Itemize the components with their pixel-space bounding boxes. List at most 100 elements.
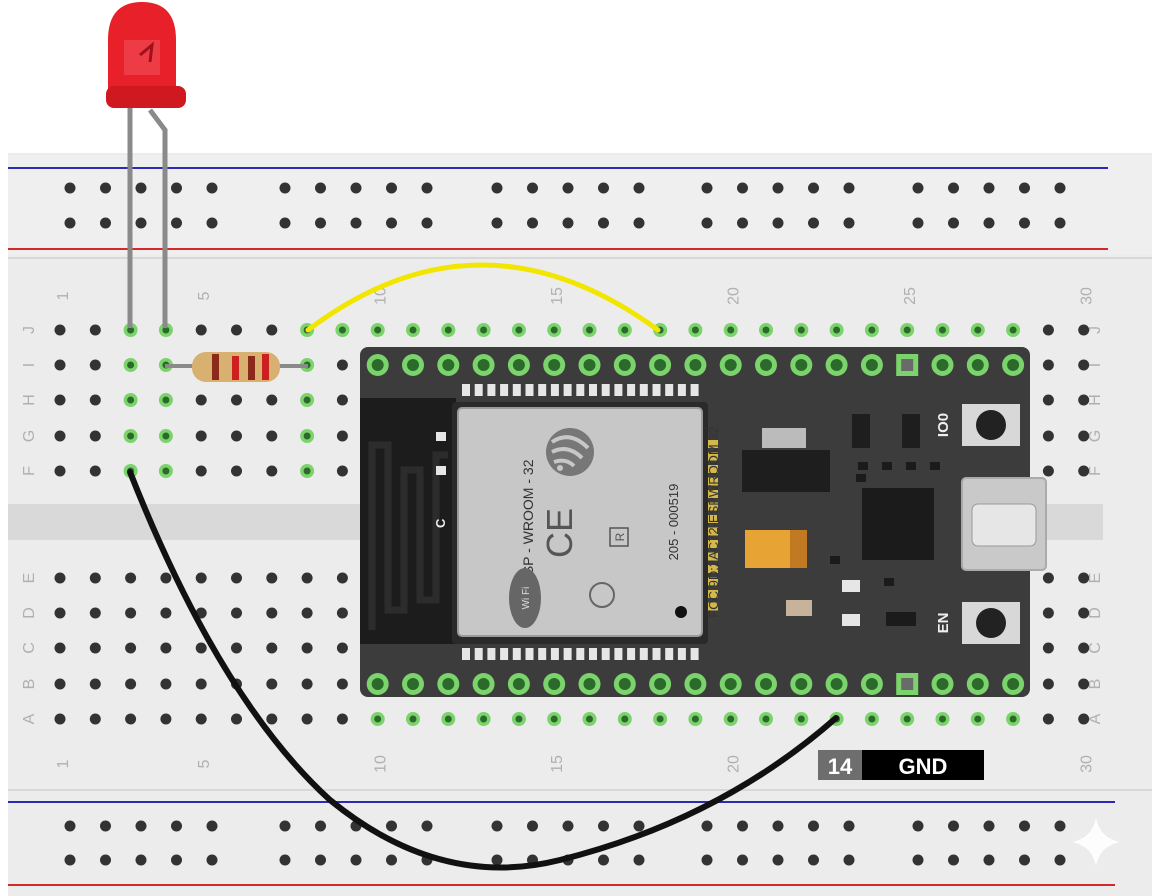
- rail-hole: [1019, 217, 1030, 229]
- hole-center: [480, 326, 488, 334]
- breadboard-hole: [1078, 713, 1090, 725]
- castellation-side: [708, 577, 718, 586]
- rail-hole: [135, 854, 147, 866]
- castellation-top: [614, 384, 623, 396]
- breadboard-hole: [1042, 713, 1054, 725]
- esp32-devkit: C ESP - WROOM - 32 205 - 000519 FCC 9D:2…: [360, 347, 1047, 697]
- micro-usb-port: [961, 477, 1047, 571]
- header-pin-center: [1007, 678, 1020, 690]
- castellation-bottom: [538, 648, 547, 660]
- header-pin-center: [371, 678, 384, 690]
- antenna-label: C: [433, 518, 448, 528]
- rail-hole: [562, 217, 574, 229]
- breadboard-hole: [231, 713, 242, 725]
- breadboard-hole: [301, 572, 313, 584]
- fcc-id-text: FCC 9D:2AC72-ESPWROOM 32: [706, 426, 721, 617]
- svg-text:IO0: IO0: [935, 413, 952, 437]
- header-pin-center: [830, 678, 843, 690]
- castellation-top: [487, 384, 496, 396]
- castellation-top: [462, 384, 470, 396]
- castellation-bottom: [525, 648, 534, 660]
- hole-center: [586, 715, 593, 723]
- castellation-top: [627, 384, 636, 396]
- hole-center: [303, 467, 311, 475]
- rail-hole: [64, 217, 76, 229]
- castellation-top: [512, 384, 521, 396]
- castellation-bottom: [601, 648, 610, 660]
- breadboard-hole: [1078, 394, 1090, 406]
- breadboard-hole: [1042, 324, 1054, 336]
- rail-hole: [633, 182, 645, 194]
- breadboard-hole: [125, 678, 137, 690]
- header-pin-center: [407, 678, 419, 690]
- hole-center: [127, 396, 135, 404]
- rail-hole: [171, 182, 182, 194]
- castellation-bottom: [576, 648, 585, 660]
- red-led: [106, 2, 186, 328]
- breadboard-hole: [336, 678, 348, 690]
- smd-resistor: [786, 600, 812, 616]
- rail-hole: [206, 217, 218, 229]
- castellation-bottom: [474, 648, 483, 660]
- castellation-bottom: [487, 648, 496, 660]
- breadboard-hole: [266, 678, 278, 690]
- pin-name-box: [862, 750, 984, 780]
- hole-center: [762, 715, 770, 723]
- header-pin-center: [512, 678, 525, 690]
- rail-hole: [1019, 182, 1030, 194]
- breadboard-hole: [301, 678, 313, 690]
- breadboard-hole: [54, 572, 66, 584]
- row-label-lower: C: [21, 642, 38, 654]
- breadboard-hole: [1078, 465, 1090, 477]
- esp32-header-pins: [366, 354, 1025, 695]
- tantalum-band: [790, 530, 807, 568]
- header-pin-center: [936, 678, 949, 690]
- column-label-bottom: 10: [373, 755, 390, 773]
- voltage-regulator: [742, 450, 830, 492]
- row-label-upper: I: [21, 363, 38, 367]
- rail-hole: [633, 820, 645, 832]
- castellation-bottom: [550, 648, 559, 660]
- hole-center: [586, 326, 593, 334]
- rail-hole: [315, 820, 326, 832]
- rail-hole: [912, 820, 924, 832]
- yellow-jumper-wire: [305, 262, 661, 333]
- io0-button: IO0: [935, 404, 1020, 446]
- row-label-upper: F: [1087, 466, 1104, 476]
- breadboard-hole: [54, 465, 66, 477]
- castellation-side: [708, 590, 718, 598]
- column-label-top: 20: [726, 287, 743, 305]
- castellation-side: [708, 452, 718, 461]
- breadboard-hole: [195, 713, 207, 725]
- column-label-bottom: 20: [726, 755, 743, 773]
- row-label-lower: B: [21, 679, 38, 690]
- castellation-bottom: [462, 648, 470, 660]
- breadboard-hole: [160, 607, 172, 619]
- header-pin-center: [936, 359, 949, 371]
- header-pin-center: [830, 359, 843, 371]
- header-pin-center: [689, 359, 702, 371]
- hole-center: [1009, 715, 1017, 723]
- hole-center: [691, 715, 699, 723]
- rail-hole: [1054, 217, 1066, 229]
- breadboard-hole: [160, 678, 172, 690]
- hole-center: [515, 326, 523, 334]
- castellation-bottom: [589, 648, 597, 660]
- row-label-upper: I: [1087, 363, 1104, 367]
- hole-center: [162, 432, 170, 440]
- hole-center: [691, 326, 699, 334]
- rail-hole: [315, 182, 326, 194]
- hole-center: [162, 396, 170, 404]
- castellation-side: [708, 502, 718, 511]
- svg-text:R: R: [613, 532, 627, 541]
- breadboard-hole: [54, 607, 66, 619]
- rail-hole: [64, 820, 76, 832]
- rail-hole: [421, 182, 433, 194]
- breadboard-hole: [195, 678, 207, 690]
- breadboard-hole: [1042, 430, 1054, 442]
- header-pin-center: [865, 359, 878, 371]
- hole-center: [550, 326, 558, 334]
- castellation-top: [525, 384, 534, 396]
- rail-hole: [421, 820, 433, 832]
- breadboard-hole: [231, 642, 242, 654]
